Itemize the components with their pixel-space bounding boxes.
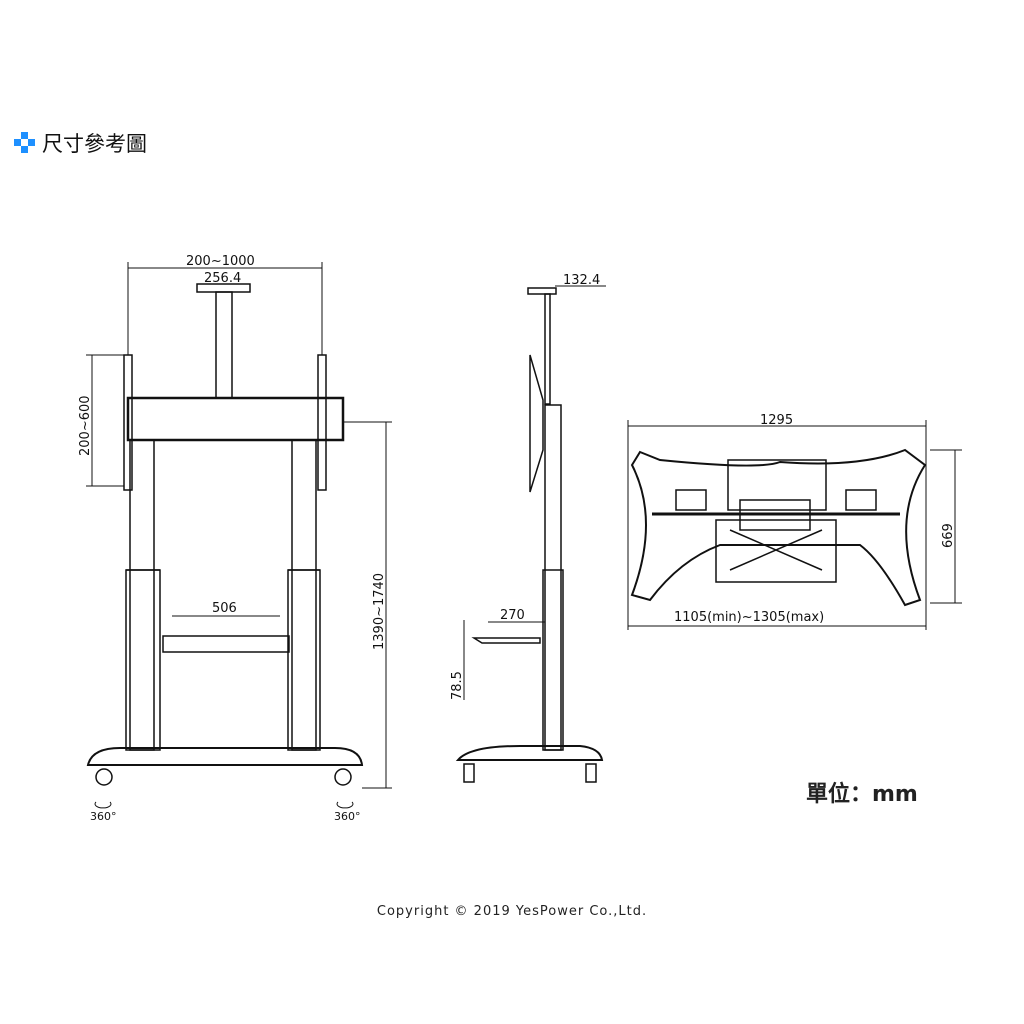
dim-shelf-height: 78.5: [450, 671, 465, 700]
unit-label: 單位：mm: [806, 782, 918, 807]
dim-front-width: 200~1000: [186, 254, 255, 269]
dim-mount-bar: 256.4: [204, 271, 241, 286]
section-title: 尺寸參考圖: [14, 128, 147, 158]
title-text: 尺寸參考圖: [42, 132, 147, 156]
side-view: 132.4 270 78.5: [450, 273, 606, 783]
dim-top-depth: 669: [941, 523, 956, 548]
dim-mount-depth: 132.4: [563, 273, 600, 288]
dim-total-height: 1390~1740: [372, 573, 387, 650]
copyright: Copyright © 2019 YesPower Co.,Ltd.: [376, 904, 648, 919]
top-view: 1295 669 1105(min)~1305(max): [627, 413, 962, 630]
dim-vesa-height: 200~600: [78, 395, 93, 456]
dim-shelf-depth: 270: [500, 608, 525, 623]
rotation-left: 360°: [90, 810, 117, 823]
rotation-right: 360°: [334, 810, 361, 823]
front-view: 200~1000 256.4 200~600 506 1390~1740 360…: [78, 254, 392, 823]
dim-top-width: 1295: [760, 413, 793, 428]
dim-shelf-width: 506: [212, 601, 237, 616]
blue-cross-icon: [14, 132, 36, 154]
dim-base-width: 1105(min)~1305(max): [674, 610, 824, 625]
